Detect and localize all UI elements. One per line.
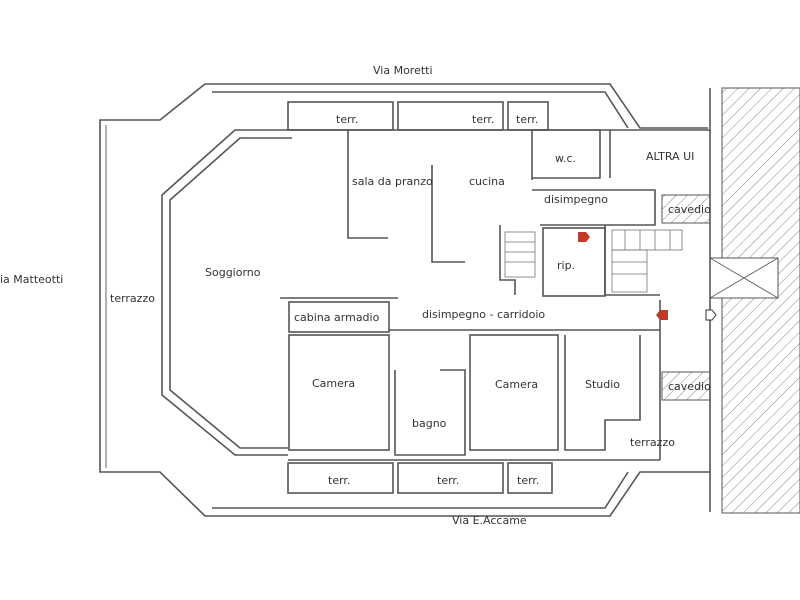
bottom-terraces — [287, 462, 553, 494]
room-label-terrazzo: terrazzo — [630, 436, 675, 449]
room-label-terr: terr. — [516, 113, 538, 126]
room-label-terr: terr. — [437, 474, 459, 487]
room-label-bagno: bagno — [412, 417, 447, 430]
entrance-arrow-icon — [578, 232, 590, 242]
street-label-top: Via Moretti — [373, 64, 433, 77]
room-label-terr: terr. — [328, 474, 350, 487]
street-label-left: ia Matteotti — [0, 273, 63, 286]
room-label-camera: Camera — [312, 377, 355, 390]
entrance-arrow-icon — [656, 310, 668, 320]
room-label-camera: Camera — [495, 378, 538, 391]
room-label-terr: terr. — [517, 474, 539, 487]
room-label-sala-da-pranzo: sala da pranzo — [352, 175, 433, 188]
room-label-disimpegno-corridoio: disimpegno - carridoio — [422, 308, 545, 321]
room-label-terr: terr. — [472, 113, 494, 126]
room-label-studio: Studio — [585, 378, 620, 391]
room-label-rip: rip. — [557, 259, 575, 272]
room-label-cucina: cucina — [469, 175, 505, 188]
room-label-soggiorno: Soggiorno — [205, 266, 261, 279]
room-label-wc: w.c. — [555, 152, 576, 165]
room-label-disimpegno: disimpegno — [544, 193, 608, 206]
top-terraces — [287, 101, 549, 131]
neighbor-building-hatch — [721, 87, 800, 514]
interior-walls — [280, 129, 661, 460]
exit-arrow-icon — [705, 309, 717, 321]
room-label-cabina-armadio: cabina armadio — [294, 311, 380, 324]
room-label-cavedio: cavedio — [668, 203, 711, 216]
stairs — [504, 229, 683, 293]
outer-walls — [99, 83, 711, 517]
room-label-cavedio: cavedio — [668, 380, 711, 393]
room-label-terrazzo: terrazzo — [110, 292, 155, 305]
room-label-terr: terr. — [336, 113, 358, 126]
cavedio-top-box — [661, 194, 711, 224]
room-label-altra-ui: ALTRA UI — [646, 150, 694, 163]
street-label-bottom: Via E.Accame — [452, 514, 527, 527]
cavedio-bottom-box — [661, 371, 711, 401]
